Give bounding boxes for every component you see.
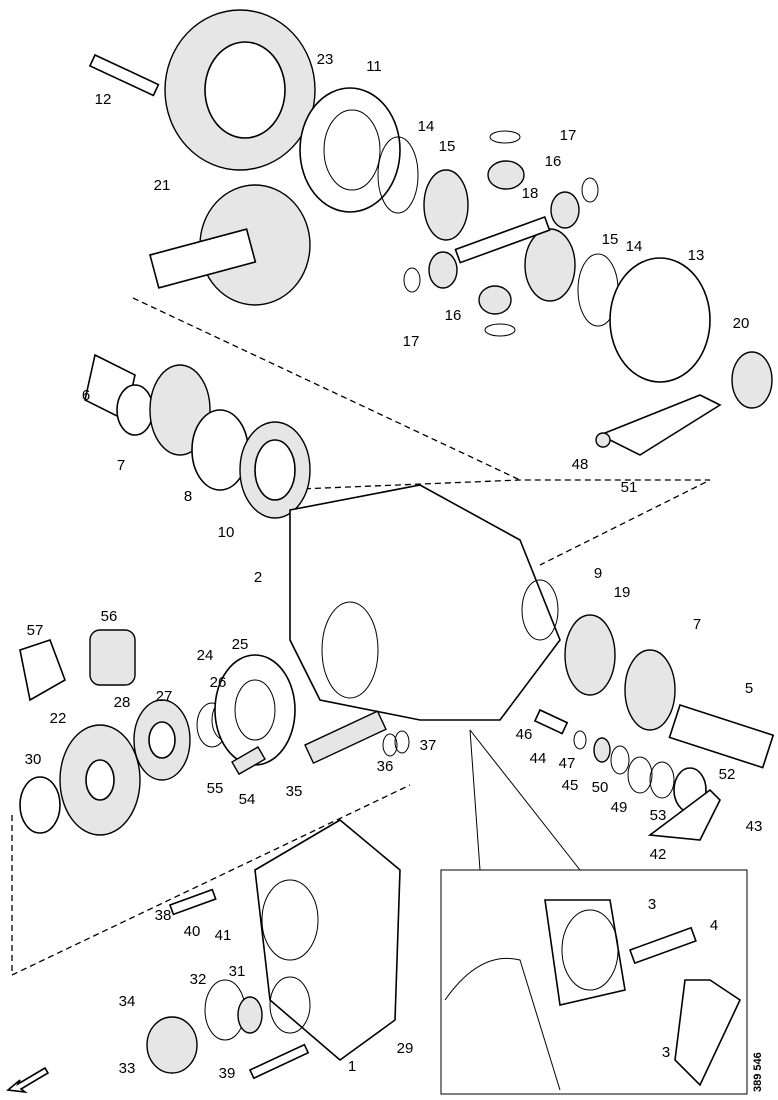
detail-inset bbox=[440, 869, 748, 1095]
callout-19: 19 bbox=[614, 584, 631, 601]
callout-9: 9 bbox=[594, 565, 602, 582]
callout-36: 36 bbox=[377, 758, 394, 775]
callout-44: 44 bbox=[530, 750, 547, 767]
callout-48: 48 bbox=[572, 456, 589, 473]
callout-46: 46 bbox=[516, 726, 533, 743]
callout-10: 10 bbox=[218, 524, 235, 541]
transfer-case-housing bbox=[289, 484, 561, 721]
callout-40: 40 bbox=[184, 923, 201, 940]
callout-42: 42 bbox=[650, 846, 667, 863]
differential-housing bbox=[609, 257, 711, 383]
callout-29: 29 bbox=[397, 1040, 414, 1057]
callout-15: 15 bbox=[602, 231, 619, 248]
differential-case bbox=[299, 87, 401, 213]
callout-41: 41 bbox=[215, 927, 232, 944]
callout-2: 2 bbox=[254, 569, 262, 586]
callout-22: 22 bbox=[50, 710, 67, 727]
callout-57: 57 bbox=[27, 622, 44, 639]
bolt bbox=[88, 53, 160, 97]
callout-35: 35 bbox=[286, 783, 303, 800]
callout-12: 12 bbox=[95, 91, 112, 108]
callout-52: 52 bbox=[719, 766, 736, 783]
callout-45: 45 bbox=[562, 777, 579, 794]
callout-50: 50 bbox=[592, 779, 609, 796]
callout-31: 31 bbox=[229, 963, 246, 980]
callout-32: 32 bbox=[190, 971, 207, 988]
callout-21: 21 bbox=[154, 177, 171, 194]
callout-27: 27 bbox=[156, 688, 173, 705]
callout-11: 11 bbox=[366, 58, 382, 75]
crown-gear-bore bbox=[204, 41, 286, 139]
o-ring bbox=[377, 136, 419, 214]
callout-54: 54 bbox=[239, 791, 256, 808]
callout-26: 26 bbox=[210, 674, 227, 691]
callout-34: 34 bbox=[119, 993, 136, 1010]
callout-4: 4 bbox=[710, 917, 718, 934]
callout-51: 51 bbox=[621, 479, 638, 496]
callout-5: 5 bbox=[745, 680, 753, 697]
rear-cover bbox=[254, 819, 401, 1062]
callout-16: 16 bbox=[545, 153, 562, 170]
callout-17: 17 bbox=[403, 333, 420, 350]
callout-14: 14 bbox=[626, 238, 643, 255]
dashed-group-line bbox=[274, 479, 711, 566]
callout-23: 23 bbox=[317, 51, 334, 68]
callout-38: 38 bbox=[155, 907, 172, 924]
callout-16: 16 bbox=[445, 307, 462, 324]
callout-24: 24 bbox=[197, 647, 214, 664]
callout-37: 37 bbox=[420, 737, 437, 754]
callout-15: 15 bbox=[439, 138, 456, 155]
callout-17: 17 bbox=[560, 127, 577, 144]
callout-39: 39 bbox=[219, 1065, 236, 1082]
shift-fork bbox=[598, 394, 722, 456]
callout-3: 3 bbox=[648, 896, 656, 913]
callout-53: 53 bbox=[650, 807, 667, 824]
callout-6: 6 bbox=[82, 387, 90, 404]
callout-55: 55 bbox=[207, 780, 224, 797]
callout-43: 43 bbox=[746, 818, 763, 835]
filter bbox=[89, 629, 136, 686]
cap bbox=[19, 638, 66, 702]
callout-14: 14 bbox=[418, 118, 435, 135]
callout-49: 49 bbox=[611, 799, 628, 816]
callout-30: 30 bbox=[25, 751, 42, 768]
callout-47: 47 bbox=[559, 755, 576, 772]
callout-18: 18 bbox=[522, 185, 539, 202]
callout-7: 7 bbox=[693, 616, 701, 633]
callout-25: 25 bbox=[232, 636, 249, 653]
callout-7: 7 bbox=[117, 457, 125, 474]
dashed-group-line bbox=[11, 784, 411, 977]
reference-number: 389 546 bbox=[752, 1052, 764, 1092]
callout-56: 56 bbox=[101, 608, 118, 625]
callout-8: 8 bbox=[184, 488, 192, 505]
direction-arrow-icon bbox=[6, 1066, 50, 1094]
callout-1: 1 bbox=[348, 1058, 356, 1075]
callout-13: 13 bbox=[688, 247, 705, 264]
callout-28: 28 bbox=[114, 694, 131, 711]
callout-20: 20 bbox=[733, 315, 750, 332]
callout-3: 3 bbox=[662, 1044, 670, 1061]
callout-33: 33 bbox=[119, 1060, 136, 1077]
pinion-shaft bbox=[149, 228, 257, 289]
output-shaft bbox=[668, 703, 775, 769]
dashed-group-line bbox=[132, 297, 521, 481]
